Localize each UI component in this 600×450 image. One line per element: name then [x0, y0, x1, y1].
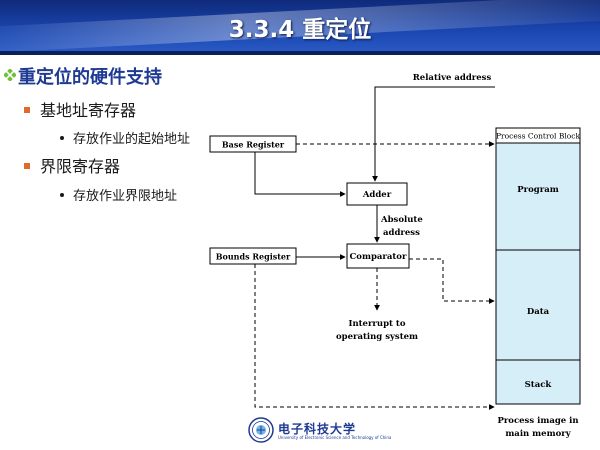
program-label: Program: [517, 185, 558, 195]
slide-title: 3.3.4 重定位: [228, 17, 372, 43]
bounds-register-box: [209, 247, 297, 265]
university-name-en: University of Electronic Science and Tec…: [278, 435, 392, 440]
base-to-adder-arrow: [254, 152, 346, 197]
title-bar: 3.3.4 重定位: [0, 0, 600, 55]
comparator-to-data-arrow: [409, 258, 495, 304]
absolute-address-line2: address: [383, 228, 420, 238]
university-name: 电子科技大学: [278, 422, 357, 436]
stack-label: Stack: [525, 380, 553, 390]
base-register-label: Base Register: [222, 140, 285, 150]
pcb-label: Process Control Block: [496, 132, 580, 141]
image-caption-line2: main memory: [505, 429, 571, 439]
image-caption-line1: Process image in: [497, 416, 578, 426]
sub-bullet-base: 存放作业的起始地址: [60, 128, 190, 147]
bullet-label: 界限寄存器: [40, 157, 121, 176]
interrupt-line1: Interrupt to: [348, 319, 405, 329]
section-heading: 重定位的硬件支持: [18, 67, 162, 88]
memory-column: [495, 127, 581, 405]
bullet-bounds-register: 界限寄存器: [24, 153, 120, 177]
square-bullet-icon: [24, 106, 30, 113]
relative-address-label: Relative address: [413, 73, 492, 83]
dot-bullet-icon: [60, 192, 64, 197]
sub-bullet-bounds: 存放作业界限地址: [60, 185, 177, 204]
comparator-box: [346, 243, 410, 269]
sub-bullet-label: 存放作业的起始地址: [73, 132, 191, 147]
relative-address-arrow: [372, 86, 495, 182]
bounds-to-memory-arrow: [254, 264, 495, 410]
university-seal-icon: [248, 417, 274, 443]
process-image: Process Control Block Program Data Stack…: [495, 127, 581, 439]
dot-bullet-icon: [60, 135, 64, 140]
bounds-register-label: Bounds Register: [216, 252, 291, 262]
bullet-label: 基地址寄存器: [40, 101, 137, 120]
comparator-label: Comparator: [350, 252, 407, 262]
adder-label: Adder: [362, 190, 392, 200]
interrupt-line2: operating system: [336, 332, 418, 342]
absolute-address-line1: Absolute: [380, 215, 423, 225]
pcb-cell: [495, 127, 581, 144]
diamond-bullet-icon: [4, 69, 16, 81]
data-label: Data: [527, 307, 550, 317]
sub-bullet-label: 存放作业界限地址: [73, 189, 178, 204]
square-bullet-icon: [24, 162, 30, 169]
bullet-base-register: 基地址寄存器: [24, 97, 136, 121]
